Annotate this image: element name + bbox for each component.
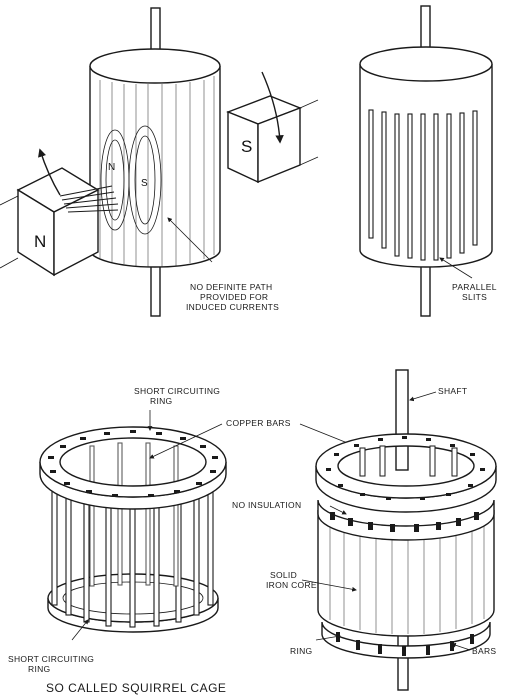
shaft-label: SHAFT (438, 386, 467, 396)
figure-slotted-rotor: PARALLEL SLITS (359, 5, 497, 317)
parallel-slits (368, 109, 478, 261)
solid-iron-core (317, 510, 495, 637)
figure-rotor-with-core: SHAFT NO INSULATION SOLID IRON CORE RING… (232, 369, 497, 691)
eddy-south-label: S (141, 178, 148, 189)
core-leader (301, 579, 357, 592)
figure-squirrel-cage: SHORT CIRCUITING RING COPPER BARS SHORT … (8, 386, 361, 695)
squirrel-cage-caption: SO CALLED SQUIRREL CAGE (46, 681, 226, 695)
ring-label: RING (290, 646, 312, 656)
top-ring-label-line-2: RING (150, 396, 172, 406)
slits-callout-leader (439, 257, 473, 279)
shaft-leader (409, 391, 437, 402)
figure-solid-rotor: N S N S NO DEFINITE PATH (0, 7, 319, 317)
bottom-ring-leader (71, 619, 89, 641)
south-pole-magnet (226, 95, 319, 184)
ring-slots (48, 430, 218, 497)
eddy-callout-line-1: NO DEFINITE PATH (190, 282, 272, 292)
eddy-callout-line-3: INDUCED CURRENTS (186, 302, 279, 312)
north-pole-magnet (0, 167, 100, 277)
cage-copper-bars (51, 442, 214, 628)
south-pole-label: S (241, 137, 252, 156)
rotor-cylinder (89, 48, 221, 268)
insulation-leader (329, 505, 347, 515)
north-pole-label: N (34, 232, 46, 251)
core-label-line-1: SOLID (270, 570, 297, 580)
magnetic-flux-lines (59, 185, 119, 213)
south-rotation-arrow (261, 71, 284, 144)
eddy-current-loops (100, 125, 162, 235)
slotted-shaft-bottom (420, 261, 431, 317)
no-insulation-band (317, 499, 495, 541)
slotted-cylinder (359, 46, 493, 268)
top-short-circuiting-ring (39, 426, 227, 510)
top-ring-label-line-1: SHORT CIRCUITING (134, 386, 220, 396)
no-insulation-label: NO INSULATION (232, 500, 301, 510)
eddy-north-label: N (108, 162, 115, 173)
core-top-ring (315, 433, 497, 513)
copper-bars-label: COPPER BARS (226, 418, 291, 428)
copper-bars-leader-left (149, 423, 223, 459)
rotor-shaft-bottom (150, 261, 161, 317)
bars-label: BARS (472, 646, 496, 656)
core-shaft-top (395, 369, 409, 471)
core-upper-bars (359, 445, 458, 477)
bottom-ring-label-line-2: RING (28, 664, 50, 674)
bars-leader (451, 642, 471, 651)
slits-callout-line-2: SLITS (462, 292, 487, 302)
north-rotation-arrow (38, 148, 61, 196)
eddy-callout-line-2: PROVIDED FOR (200, 292, 268, 302)
slits-callout-line-1: PARALLEL (452, 282, 497, 292)
core-label-line-2: IRON CORE (266, 580, 317, 590)
core-shaft-bottom (397, 629, 409, 691)
bottom-ring-label-line-1: SHORT CIRCUITING (8, 654, 94, 664)
eddy-callout-leader (167, 217, 213, 263)
ring-leader (315, 634, 341, 641)
